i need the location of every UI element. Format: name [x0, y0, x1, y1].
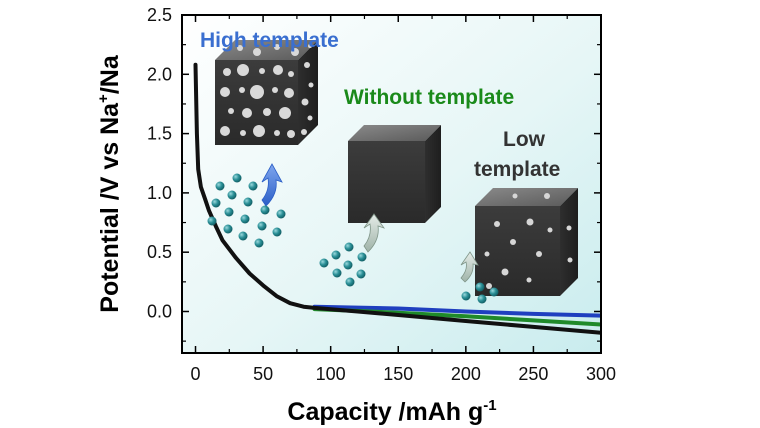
- porous-cube-high-template-icon: [215, 40, 318, 145]
- arrow-up-grey-icon: [363, 213, 386, 253]
- sodium-ion-cluster-without: [319, 242, 367, 287]
- y-axis-label: Potential /V vs Na+/Na: [95, 54, 124, 313]
- axes: 0 50 100 150 200 250 300 0.0 0.5 1.0 1.5 2.0 2.5: [147, 5, 616, 384]
- y-tick-label: 1.5: [147, 124, 172, 144]
- y-tick-label: 2.0: [147, 64, 172, 84]
- label-without-template: Without template: [344, 86, 514, 109]
- y-tick-label: 0.0: [147, 301, 172, 321]
- y-axis-label-superscript: +: [95, 94, 112, 103]
- sodium-ion-clusters: [207, 173, 499, 304]
- y-axis-label-main: Potential /V vs Na: [96, 102, 124, 313]
- label-low-template-line1: Low: [503, 128, 546, 151]
- y-tick-label: 2.5: [147, 5, 172, 25]
- series-line-2: [193, 62, 601, 335]
- series-line-0: [312, 304, 601, 318]
- plot-frame: [181, 14, 602, 354]
- x-tick-label: 200: [451, 364, 481, 384]
- y-tick-label: 1.0: [147, 183, 172, 203]
- x-tick-label: 150: [383, 364, 413, 384]
- x-axis-label-main: Capacity /mAh g: [287, 398, 483, 426]
- x-axis-label: Capacity /mAh g-1: [287, 397, 496, 426]
- x-tick-label: 100: [316, 364, 346, 384]
- x-axis-label-superscript: -1: [483, 397, 496, 414]
- x-tick-label: 300: [586, 364, 616, 384]
- y-axis-label-tail: /Na: [96, 54, 124, 94]
- series-layer: [193, 62, 601, 335]
- x-tick-label: 50: [253, 364, 273, 384]
- label-high-template: High template: [200, 29, 339, 52]
- x-tick-label: 250: [518, 364, 548, 384]
- sodium-ion-cluster-low: [461, 282, 499, 304]
- y-tick-label: 0.5: [147, 242, 172, 262]
- arrow-up-blue-icon: [261, 163, 283, 207]
- label-low-template-line2: template: [474, 158, 560, 181]
- sodium-ion-cluster-high: [207, 173, 286, 248]
- dense-cube-without-template-icon: [348, 125, 441, 223]
- porous-cube-low-template-icon: [475, 188, 578, 296]
- arrow-up-grey-small-icon: [460, 251, 479, 283]
- x-tick-label: 0: [191, 364, 201, 384]
